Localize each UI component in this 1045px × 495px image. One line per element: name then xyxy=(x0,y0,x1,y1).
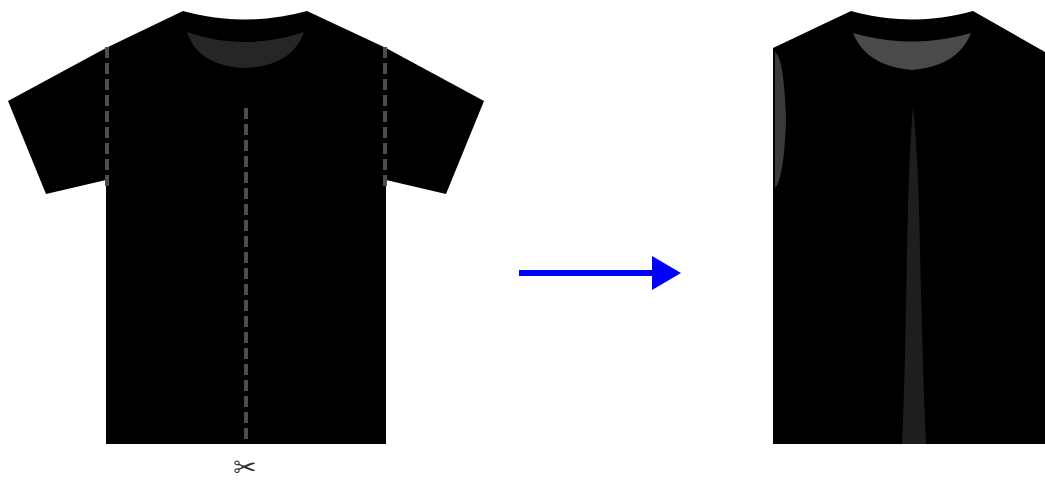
tshirt-before: ✂ xyxy=(8,11,484,484)
vest-after xyxy=(773,11,1045,444)
scissors-icon: ✂ xyxy=(233,451,256,484)
arrow-head xyxy=(652,256,681,290)
arrow-right-icon xyxy=(519,256,681,290)
